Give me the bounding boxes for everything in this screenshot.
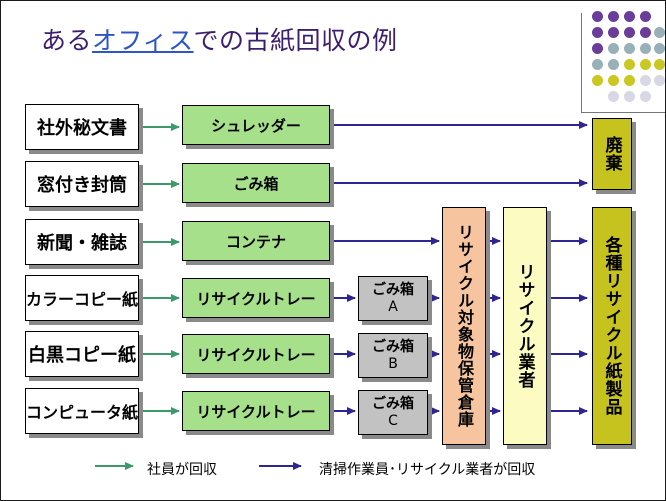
trash-box-letter: C [388, 412, 398, 429]
decor-dot [640, 91, 651, 102]
disposal-box: 廃棄 [592, 118, 632, 190]
title-prefix: ある [41, 26, 93, 55]
trash-box-b: ごみ箱 B [358, 333, 428, 378]
decor-dot [608, 27, 619, 38]
decor-dot [608, 91, 619, 102]
decor-dot [624, 59, 635, 70]
source-newspapers: 新聞・雑誌 [25, 219, 139, 265]
trash-box-label: ごみ箱 [372, 282, 414, 299]
decor-dot [624, 43, 635, 54]
source-window-envelopes: 窓付き封筒 [25, 161, 139, 207]
decor-horizontal-rule [581, 112, 665, 113]
decor-dot [640, 75, 651, 86]
decor-dot [608, 43, 619, 54]
decor-dot [608, 11, 619, 22]
decor-dot [640, 43, 651, 54]
title-accent: オフィス [92, 26, 194, 55]
decor-dot [592, 27, 603, 38]
title-tail: 古紙回収の例 [244, 26, 398, 55]
trash-box-a: ごみ箱 A [358, 276, 428, 321]
recycling-vendor-box: リサイクル業者 [503, 207, 547, 445]
decor-dot [592, 59, 603, 70]
decor-dot [654, 59, 665, 70]
decor-vertical-rule [581, 13, 582, 113]
legend-employee-label: 社員が回収 [147, 462, 217, 478]
decor-dot [654, 43, 665, 54]
decor-dot [592, 43, 603, 54]
warehouse-box: リサイクル対象物保管倉庫 [442, 207, 486, 445]
recycle-tray-box: リサイクルトレー [182, 278, 330, 318]
decor-dot [608, 75, 619, 86]
source-bw-copy: 白黒コピー紙 [25, 331, 139, 377]
source-computer-paper: コンピュータ紙 [25, 388, 139, 434]
recycle-tray-box: リサイクルトレー [182, 334, 330, 374]
title-suffix: での [193, 26, 245, 55]
decor-dot [640, 59, 651, 70]
container-box: コンテナ [182, 221, 330, 261]
shredder-box: シュレッダー [182, 105, 330, 145]
trash-box-label: ごみ箱 [372, 396, 414, 413]
decor-dot [624, 75, 635, 86]
decor-dot [640, 11, 651, 22]
decor-dot [624, 27, 635, 38]
decor-dot [592, 11, 603, 22]
recycled-products-box: 各種リサイクル紙製品 [592, 207, 632, 445]
trash-box-label: ごみ箱 [372, 339, 414, 356]
decor-dot [640, 27, 651, 38]
trash-box-letter: B [388, 355, 398, 372]
recycle-tray-box: リサイクルトレー [182, 391, 330, 431]
trash-box-c: ごみ箱 C [358, 390, 428, 435]
trash-box-letter: A [388, 298, 398, 315]
decor-dot [624, 11, 635, 22]
source-color-copy: カラーコピー紙 [25, 275, 139, 321]
legend-contractor-label: 清掃作業員･リサイクル業者が回収 [319, 462, 536, 478]
decor-dot [608, 59, 619, 70]
decor-dot [592, 75, 603, 86]
decor-dot [654, 27, 665, 38]
page-title: あるオフィスでの古紙回収の例 [41, 21, 398, 57]
source-confidential-docs: 社外秘文書 [25, 104, 139, 150]
decor-dot [624, 91, 635, 102]
trash-bin-box: ごみ箱 [182, 163, 330, 203]
decor-dot [654, 75, 665, 86]
